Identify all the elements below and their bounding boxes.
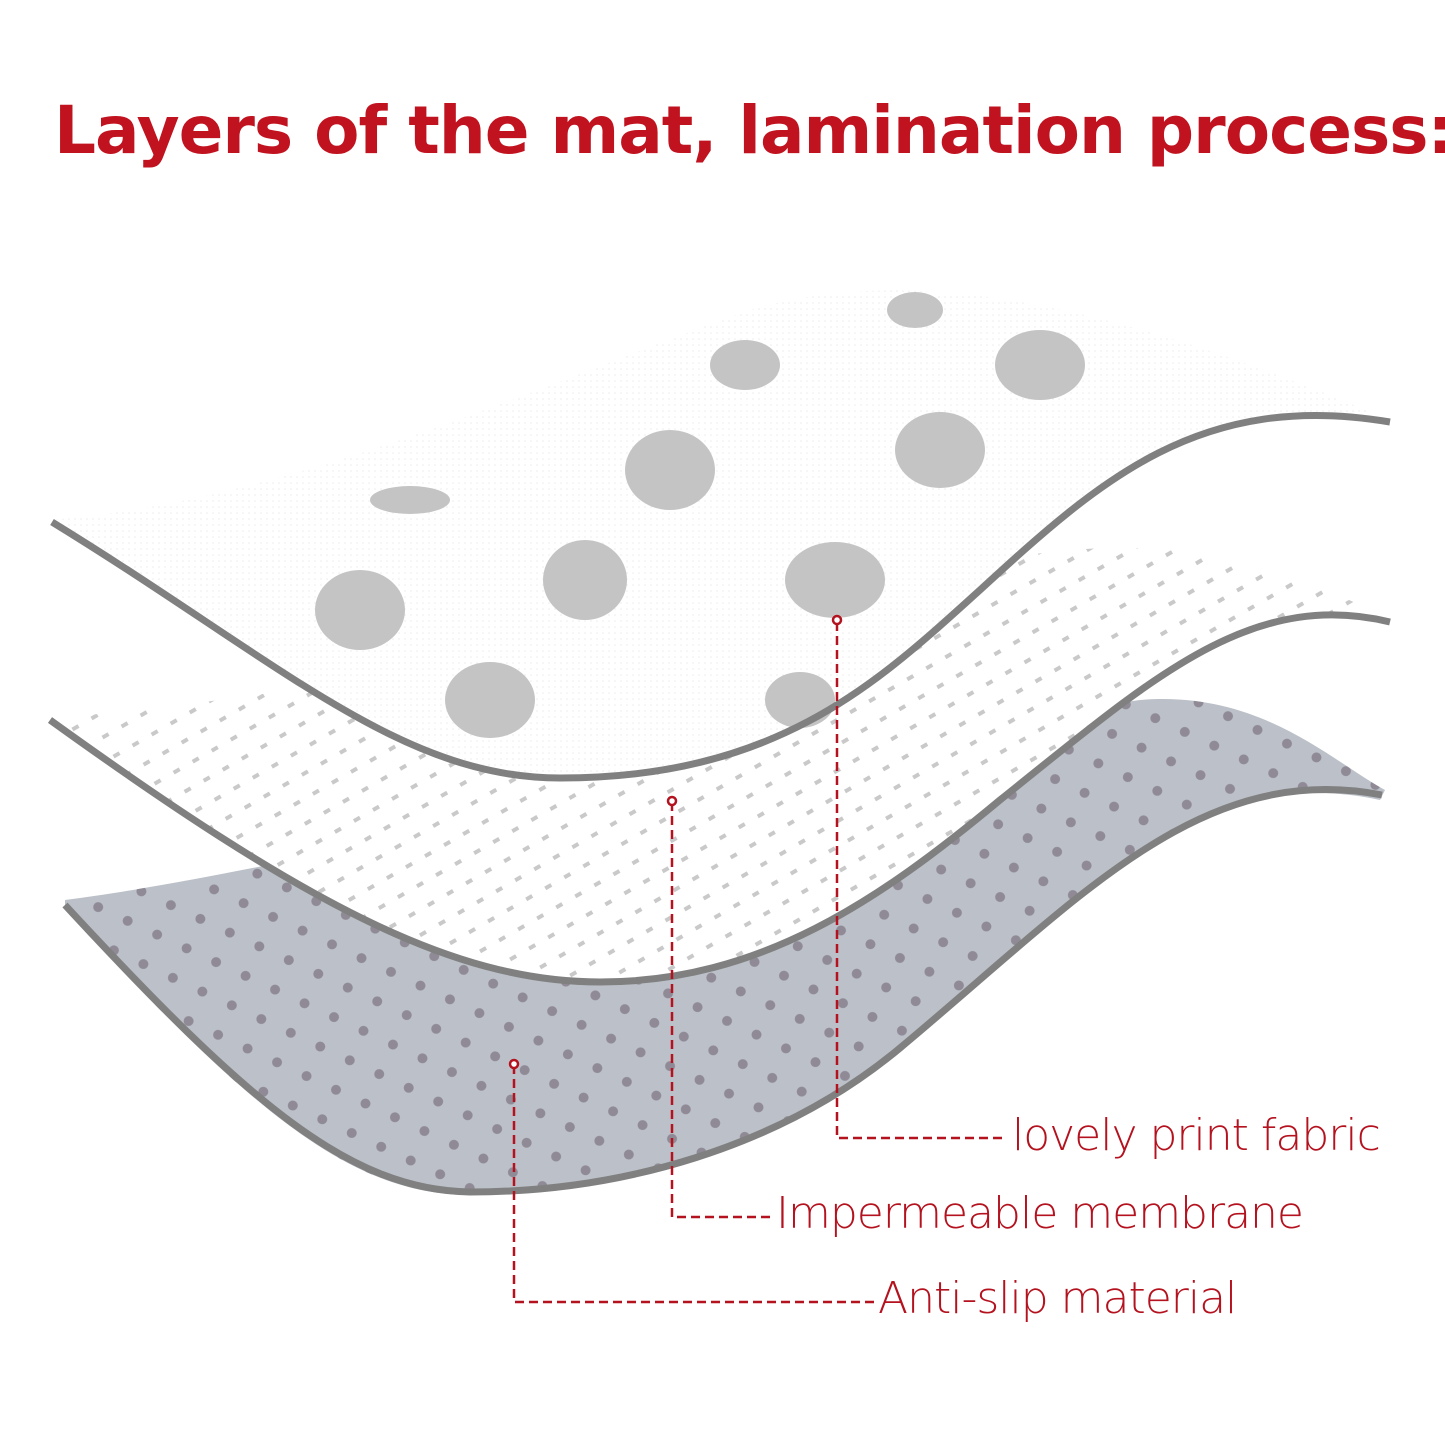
print-fabric-layer	[50, 290, 1391, 782]
membrane-leader	[670, 802, 770, 1219]
membrane-label: Impermeable membrane	[776, 1188, 1304, 1239]
print-fabric-leader	[835, 622, 1005, 1140]
leader-lines	[508, 614, 1005, 1304]
print-fabric-marker	[831, 614, 843, 626]
membrane-layer	[47, 547, 1391, 986]
anti-slip-leader	[512, 1065, 875, 1304]
anti-slip-label: Anti-slip material	[878, 1273, 1237, 1324]
membrane-marker	[666, 795, 678, 807]
elephant-print-icon	[315, 292, 1085, 738]
print-fabric-label: lovely print fabric	[1012, 1110, 1381, 1161]
anti-slip-marker	[508, 1058, 520, 1070]
page-title: Layers of the mat, lamination process:	[54, 92, 1445, 169]
